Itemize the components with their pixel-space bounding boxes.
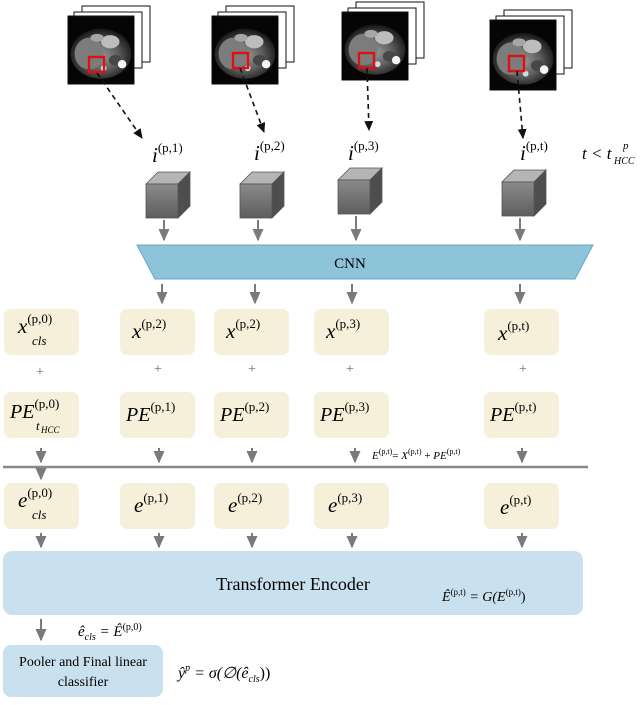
e-token-t: e(p,t)	[500, 492, 531, 519]
pe-token-3: PE(p,3)	[319, 399, 369, 426]
frame-label-1: i(p,1)	[152, 140, 183, 167]
cnn-label: CNN	[334, 256, 366, 272]
transformer-encoder-block: Transformer Encoder Ê(p,t) = G(E(p,t))	[3, 551, 583, 615]
roi-box	[87, 55, 106, 74]
cnn-block: CNN	[136, 244, 594, 280]
frame-label-3: i(p,3)	[348, 138, 379, 165]
cube-icon	[501, 169, 547, 217]
cube-icon	[145, 171, 191, 219]
svg-text:classifier: classifier	[58, 675, 109, 690]
x-token-cls: x(p,0)	[17, 311, 52, 338]
frame-label-2: i(p,2)	[254, 138, 285, 165]
x-token-2b: x(p,2)	[225, 316, 260, 343]
sum-equation: E(p,t)= X(p,t) + PE(p,t)	[371, 447, 461, 462]
time-condition: t < t p HCC	[582, 140, 635, 167]
frame-label-4: i(p,t)	[520, 138, 548, 165]
svg-text:cls: cls	[32, 333, 46, 348]
cnn-input-cubes	[145, 167, 547, 219]
cube-icon	[337, 167, 383, 215]
pooler-classifier-block: Pooler and Final linear classifier	[3, 645, 163, 697]
e-token-row: e(p,0) cls e(p,1) e(p,2) e(p,3) e(p,t)	[4, 483, 559, 529]
svg-text:HCC: HCC	[613, 156, 635, 167]
pe-token-1: PE(p,1)	[125, 399, 175, 426]
plus-signs: + + + + +	[36, 362, 527, 380]
svg-text:p: p	[622, 140, 629, 152]
pe-token-t: PE(p,t)	[489, 399, 536, 426]
svg-text:+: +	[346, 362, 354, 377]
svg-text:Pooler and Final linear: Pooler and Final linear	[19, 655, 147, 670]
mri-stack-3	[341, 1, 425, 81]
pe-token-2: PE(p,2)	[219, 399, 269, 426]
mri-stack-1	[67, 5, 151, 85]
e-token-1: e(p,1)	[134, 490, 168, 517]
x-token-3: x(p,3)	[325, 316, 360, 343]
svg-text:E(p,t)= X(p,t) + PE(p,t): E(p,t)= X(p,t) + PE(p,t)	[371, 447, 461, 462]
mri-stack-4	[489, 9, 573, 91]
roi-arrows	[96, 67, 527, 140]
x-token-2a: x(p,2)	[131, 316, 166, 343]
e-token-cls: e(p,0)	[18, 485, 52, 512]
pe-to-sum-arrows	[35, 448, 528, 464]
transformer-label: Transformer Encoder	[216, 574, 370, 594]
pe-token-0: PE(p,0)	[9, 396, 59, 423]
svg-text:+: +	[248, 362, 256, 377]
svg-text:+: +	[36, 365, 44, 380]
svg-text:HCC: HCC	[40, 425, 61, 435]
x-token-t: x(p,t)	[497, 318, 529, 345]
cube-icon	[239, 171, 285, 219]
pe-token-row: PE(p,0) t HCC PE(p,1) PE(p,2) PE(p,3) PE…	[4, 392, 559, 438]
cnn-to-x-arrows	[156, 284, 526, 305]
output-equation: ŷp = σ(∅(êcls))	[176, 663, 270, 685]
svg-text:t < t: t < t	[582, 144, 613, 163]
transformer-equation: Ê(p,t) = G(E(p,t))	[441, 587, 526, 605]
svg-text:cls: cls	[32, 507, 46, 522]
e-token-3: e(p,3)	[328, 490, 362, 517]
cube-to-cnn-arrows	[158, 216, 526, 242]
e-to-transformer-arrows	[35, 533, 528, 549]
svg-text:+: +	[154, 362, 162, 377]
x-token-row: x(p,0) cls x(p,2) x(p,2) x(p,3) x(p,t)	[4, 309, 559, 355]
cls-equation: êcls = Ê(p,0)	[78, 622, 142, 643]
e-token-2: e(p,2)	[228, 490, 262, 517]
mri-stack-2	[211, 5, 295, 85]
roi-box	[357, 51, 376, 70]
svg-text:+: +	[519, 362, 527, 377]
frame-labels: i(p,1) i(p,2) i(p,3) i(p,t)	[152, 138, 548, 167]
svg-text:t: t	[36, 418, 40, 433]
roi-box	[507, 54, 526, 73]
